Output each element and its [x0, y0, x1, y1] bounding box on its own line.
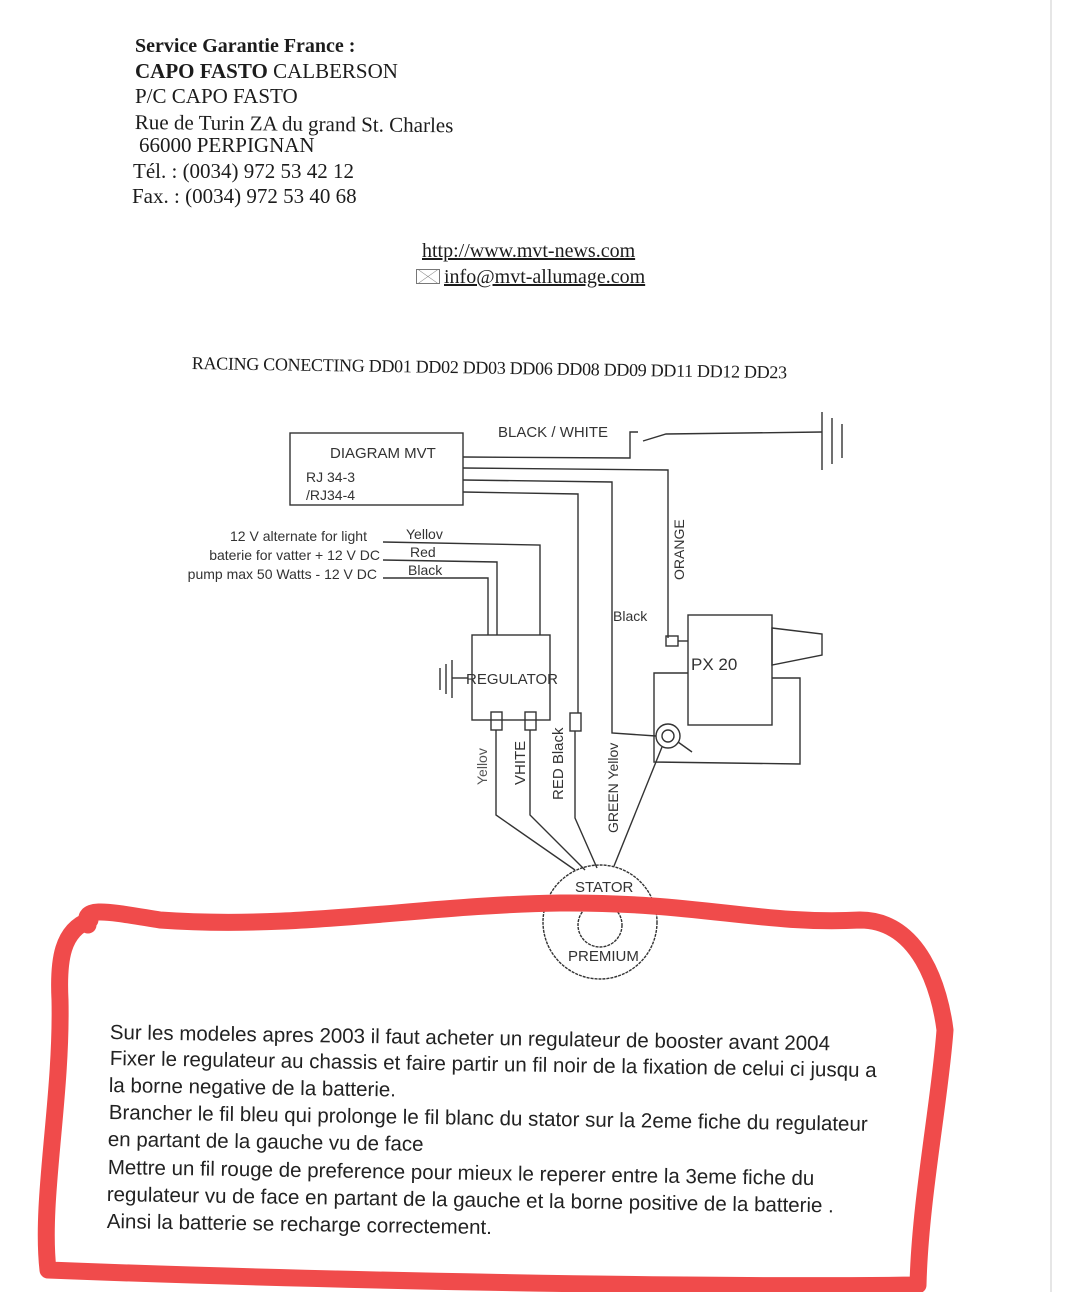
- wire-red: [382, 559, 498, 635]
- wire-stator-yellow: [495, 730, 576, 871]
- coil-loop: [653, 672, 801, 765]
- switch: [642, 431, 823, 442]
- wire-black: [462, 479, 657, 737]
- ground-icon: [821, 412, 843, 470]
- wire-orange: [462, 467, 669, 638]
- mvt-box-ref2: /RJ34-4: [306, 487, 355, 503]
- wire-stator-green: [613, 746, 663, 867]
- wire-stator-white: [529, 730, 586, 871]
- red-highlight-frame: [37, 894, 954, 1292]
- note-line: la borne negative de la batterie.: [108, 1073, 397, 1102]
- regulator-box: [471, 634, 551, 721]
- stator-yellow-label: Yellov: [474, 748, 490, 785]
- px20-label: PX 20: [691, 655, 737, 674]
- connector: [569, 712, 582, 732]
- input-pump-label: pump max 50 Watts - 12 V DC: [188, 566, 377, 582]
- address-line-1: P/C CAPO FASTO: [135, 84, 298, 108]
- mvt-box: [289, 432, 464, 506]
- stator-circle: [542, 864, 658, 980]
- address-city: 66000 PERPIGNAN: [139, 133, 315, 157]
- connector: [490, 711, 503, 731]
- wire-stator-red: [574, 731, 598, 869]
- pickup-ring: [655, 723, 681, 749]
- premium-label: PREMIUM: [568, 948, 639, 965]
- ground-icon: [439, 660, 468, 698]
- mvt-box-title: DIAGRAM MVT: [330, 445, 436, 462]
- wire-red-label: Red: [410, 544, 436, 560]
- company-name: CAPO FASTO CALBERSON: [135, 59, 398, 83]
- wire-yellow-label: Yellov: [406, 526, 443, 542]
- email-link[interactable]: info@mvt-allumage.com: [444, 266, 646, 288]
- stator-label: STATOR: [575, 879, 634, 896]
- fax: Fax. : (0034) 972 53 40 68: [132, 184, 357, 208]
- wire-yellow: [382, 541, 541, 635]
- website-link[interactable]: http://www.mvt-news.com: [422, 240, 636, 262]
- wire-black-label: Black: [408, 562, 443, 578]
- orange-label: ORANGE: [671, 519, 687, 580]
- stator-green-yellow-label: GREEN Yellov: [605, 743, 621, 833]
- input-battery-label: baterie for vatter + 12 V DC: [209, 547, 380, 563]
- mvt-box-ref1: RJ 34-3: [306, 469, 355, 485]
- scan-edge: [1050, 0, 1052, 1292]
- company-carrier: CALBERSON: [273, 59, 398, 83]
- wire-black-white: [462, 431, 638, 459]
- email-row: info@mvt-allumage.com: [416, 266, 645, 289]
- envelope-icon: [416, 269, 440, 284]
- regulator-label: REGULATOR: [466, 671, 558, 688]
- service-heading: Service Garantie France :: [135, 35, 356, 57]
- company-brand: CAPO FASTO: [135, 59, 268, 83]
- black-label: Black: [613, 608, 648, 624]
- wire-black-input: [383, 577, 489, 635]
- stator-red-black-label: RED Black: [550, 727, 567, 800]
- input-light-label: 12 V alternate for light: [230, 528, 367, 544]
- stator-white-label: VHITE: [512, 741, 529, 785]
- phone: Tél. : (0034) 972 53 42 12: [133, 159, 355, 183]
- px20-box: [687, 614, 773, 726]
- wire-red-black: [462, 491, 579, 713]
- note-line: en partant de la gauche vu de face: [107, 1127, 424, 1156]
- connector: [524, 711, 537, 731]
- black-white-label: BLACK / WHITE: [498, 424, 608, 441]
- spark-plug-cap: [771, 627, 823, 666]
